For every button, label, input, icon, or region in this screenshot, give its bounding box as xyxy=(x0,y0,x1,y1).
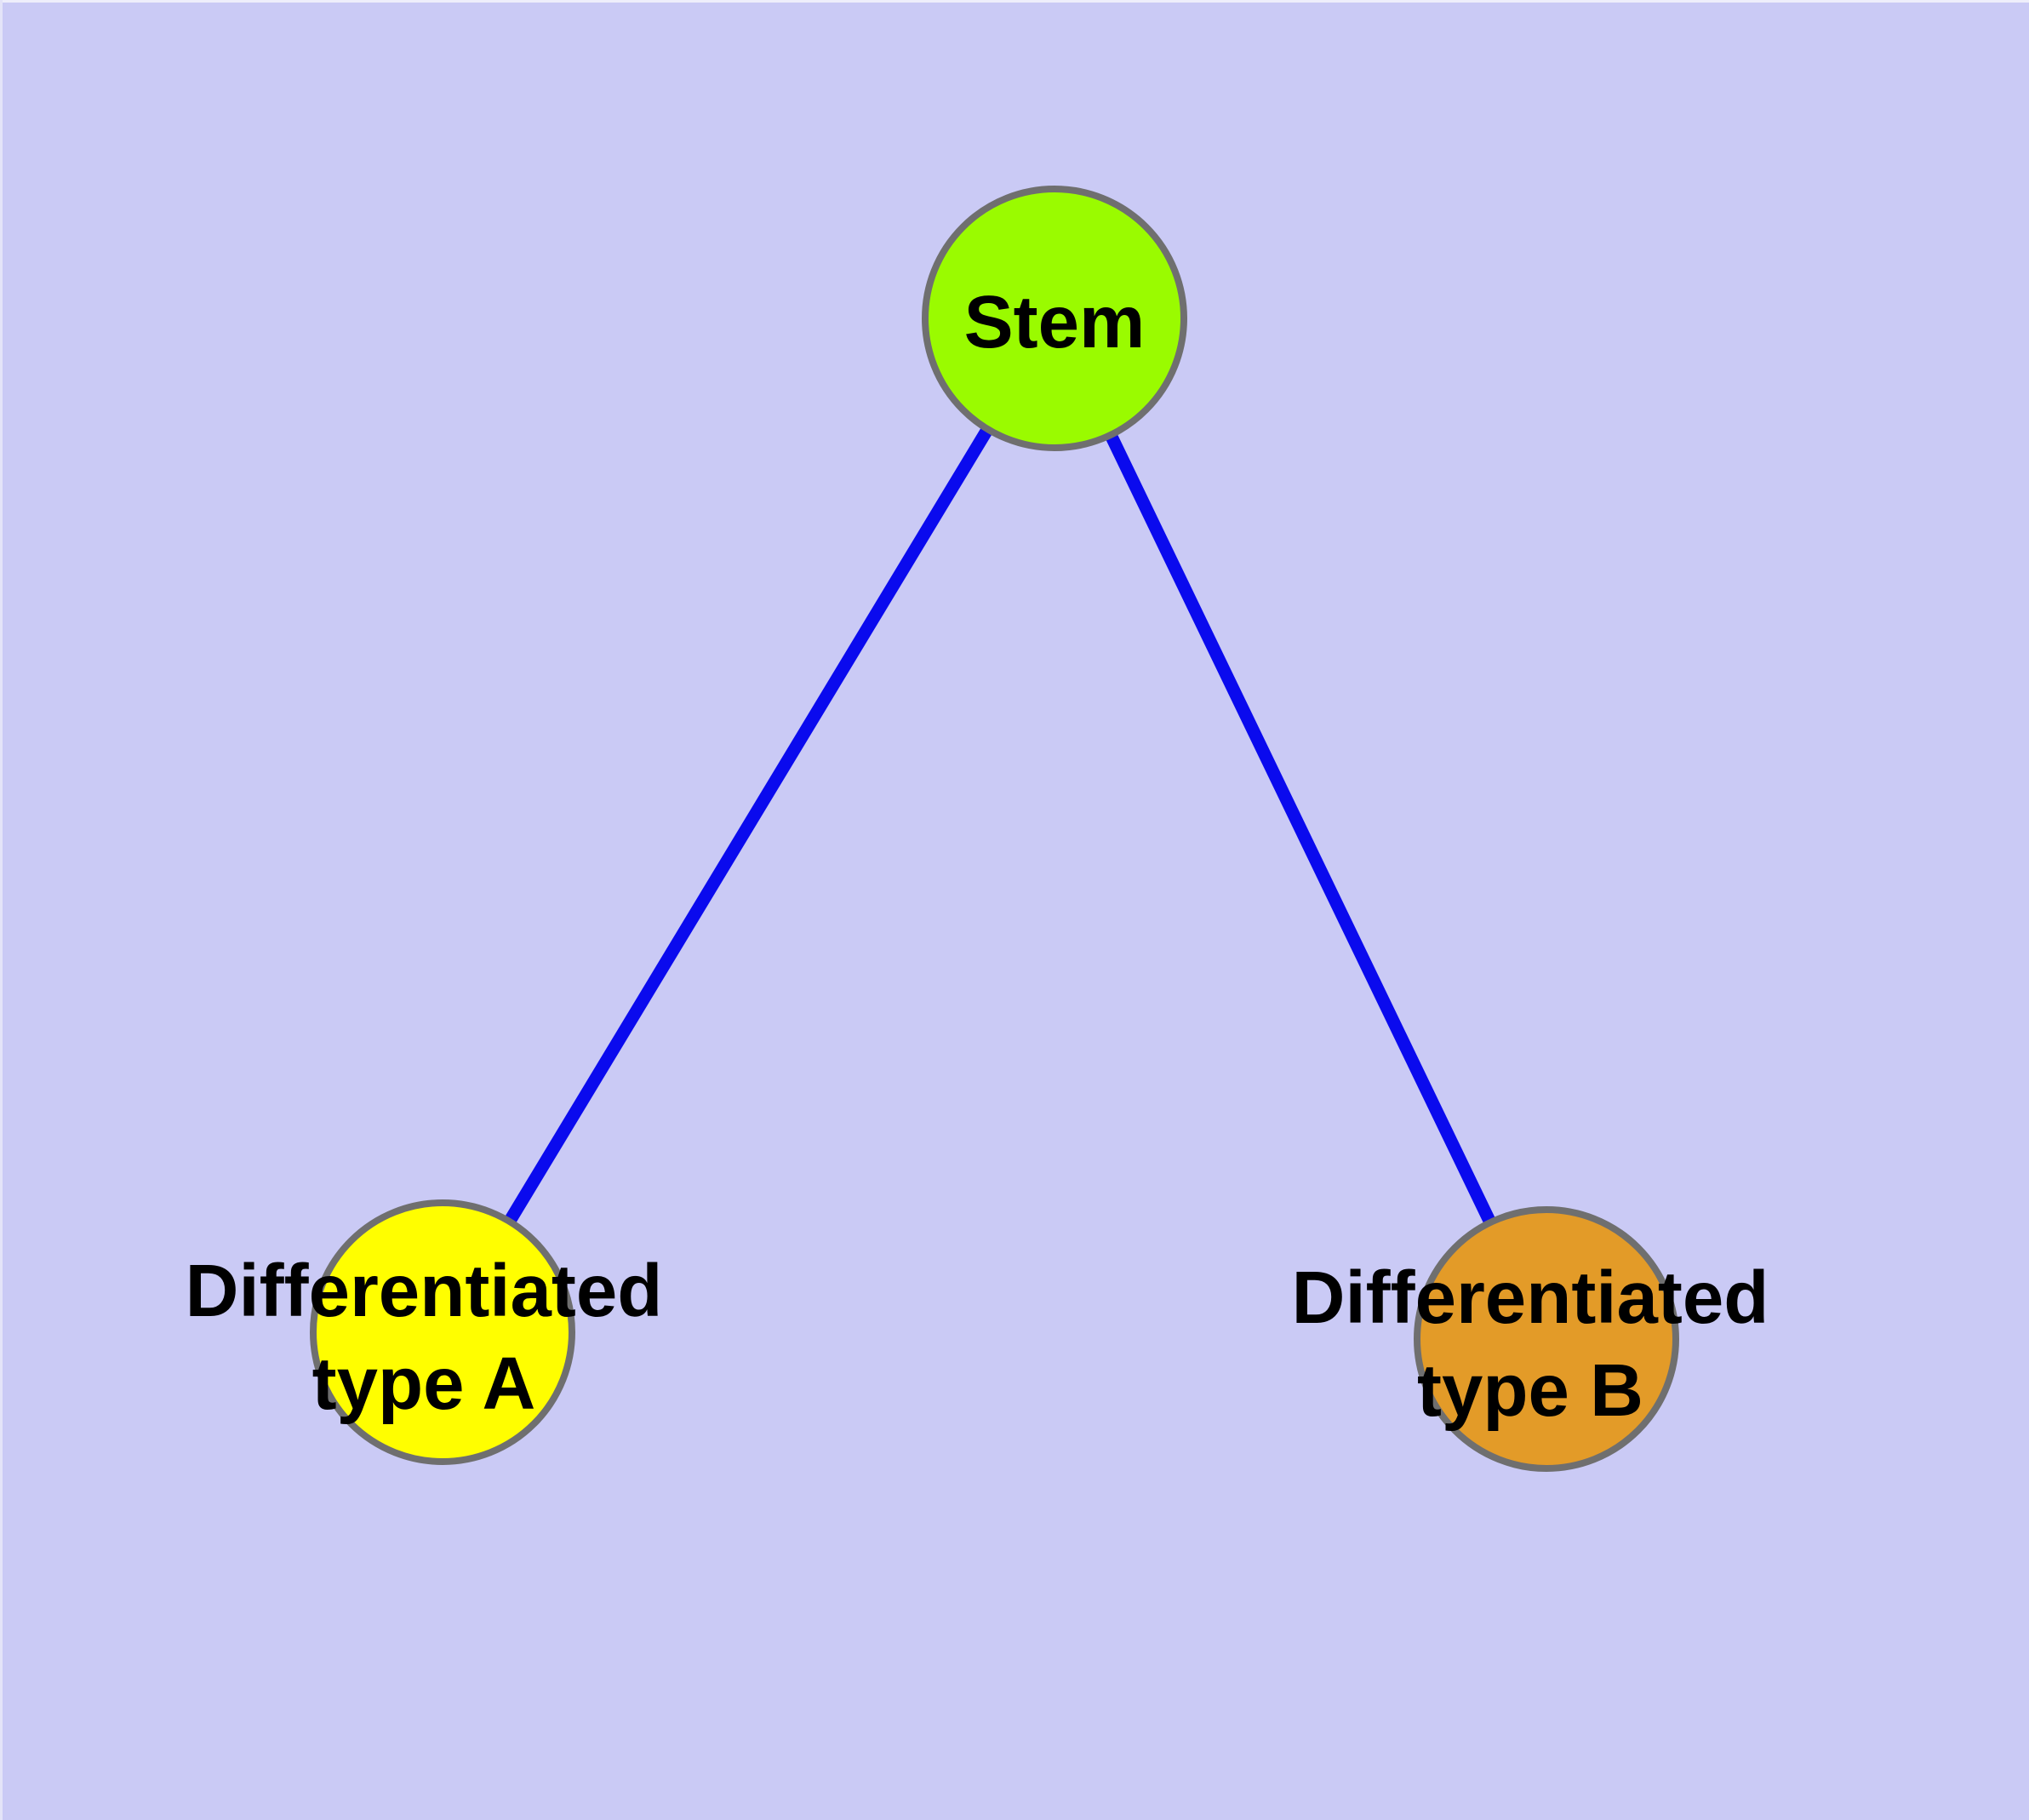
node-type-a-circle xyxy=(310,1199,575,1465)
edge-stem-to-type-a xyxy=(437,315,1060,1336)
node-type-a-label-line2: type A xyxy=(312,1342,536,1425)
node-type-b-label-line1: Differentiated xyxy=(1292,1256,1769,1339)
top-edge-artifact xyxy=(0,0,2029,3)
node-type-b-label-line2: type B xyxy=(1417,1349,1643,1432)
node-type-a-label-line1: Differentiated xyxy=(186,1250,663,1332)
edge-stem-to-type-b xyxy=(1049,315,1552,1342)
node-stem-label: Stem xyxy=(964,281,1146,363)
node-type-b-circle xyxy=(1414,1206,1679,1472)
node-stem-circle xyxy=(922,186,1187,451)
left-edge-artifact xyxy=(0,0,3,1820)
